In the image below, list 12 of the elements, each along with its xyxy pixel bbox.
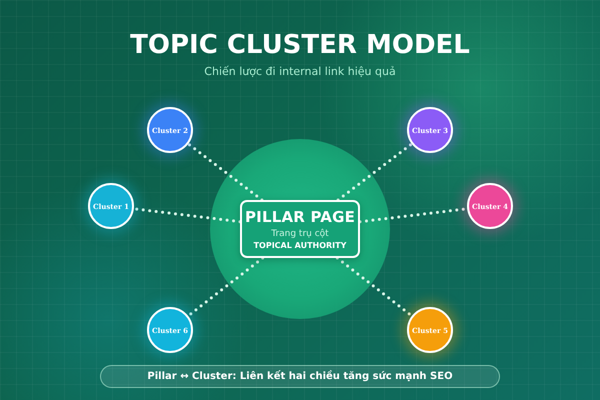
dotted-connector bbox=[336, 142, 414, 202]
dotted-connector bbox=[186, 256, 264, 318]
summary-text: Pillar ↔ Cluster: Liên kết hai chiều tăng sức mạnh SEO bbox=[147, 370, 453, 383]
dotted-connector bbox=[186, 142, 264, 202]
pillar-heading: PILLAR PAGE bbox=[244, 208, 356, 226]
pillar-tagline: TOPICAL AUTHORITY bbox=[254, 240, 346, 250]
summary-banner bbox=[100, 365, 500, 388]
dotted-connector bbox=[336, 256, 414, 318]
diagram-subtitle: Chiến lược đi internal link hiệu quả bbox=[204, 64, 396, 79]
pillar-box bbox=[240, 200, 360, 258]
pillar-subtitle: Trang trụ cột bbox=[271, 228, 329, 240]
diagram-title: TOPIC CLUSTER MODEL bbox=[130, 29, 470, 61]
